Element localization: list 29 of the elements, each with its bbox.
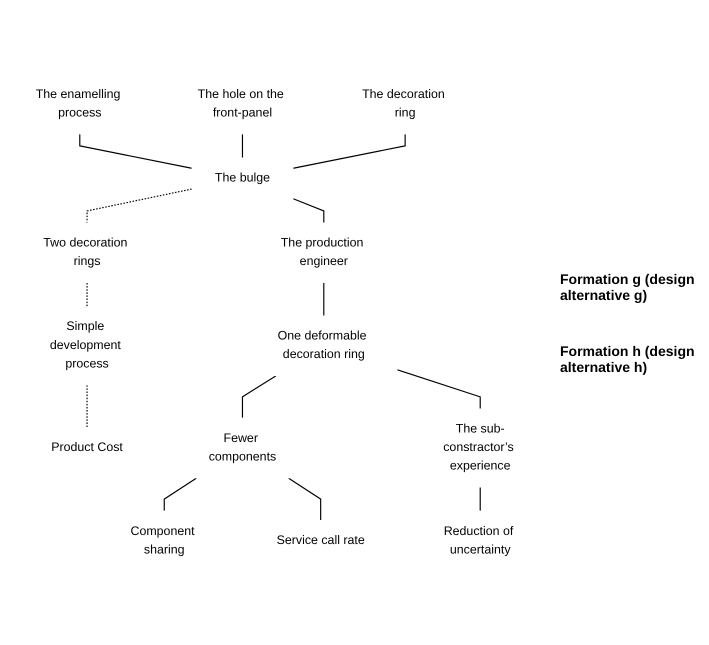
- node-text: The enamelling process: [36, 88, 120, 120]
- node-text: Product Cost: [51, 441, 123, 454]
- connector: [164, 478, 197, 511]
- connector: [293, 134, 406, 169]
- connector: [480, 488, 481, 511]
- node-text: One deformable decoration ring: [278, 329, 367, 362]
- formation-note: Formation g (design alternative g): [560, 270, 696, 302]
- node-text: Service call rate: [276, 534, 365, 548]
- connector: [288, 478, 322, 520]
- node-text: Two decoration rings: [43, 236, 128, 268]
- connector: [242, 375, 276, 418]
- connector: [242, 134, 244, 158]
- connector: [86, 188, 192, 223]
- formation-note: Formation h (design alternative h): [560, 342, 696, 374]
- connector: [86, 385, 88, 428]
- node-text: The production engineer: [280, 236, 364, 268]
- node-text: The hole on the front-panel: [198, 88, 284, 120]
- connector: [397, 369, 481, 408]
- node-text: The bulge: [214, 171, 270, 185]
- connector: [86, 283, 88, 306]
- connector: [293, 198, 324, 223]
- node-text: Reduction of uncertainty: [444, 524, 514, 556]
- node-text: The sub-constractor’s experience: [443, 422, 514, 473]
- node-text: The decoration ring: [362, 88, 445, 120]
- node-text: Fewer components: [208, 432, 276, 464]
- node-text: Simple development process: [50, 320, 121, 371]
- connector: [79, 134, 192, 169]
- node-text: Component sharing: [130, 524, 195, 556]
- connector: [323, 283, 324, 316]
